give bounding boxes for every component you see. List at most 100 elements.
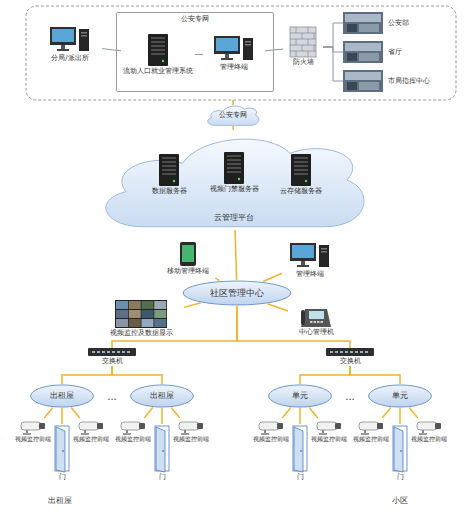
screen-part [345,43,381,51]
pc-node: 管理终端 [203,31,265,77]
camera-part [417,422,437,430]
screen-icon [343,70,383,92]
network-link [235,230,237,280]
camera-node: 视频监控前端 [113,418,153,446]
pc-part [243,38,253,60]
server-led [173,180,175,182]
phone-part [317,321,320,323]
node-label: 门 [159,473,166,481]
camera-part [126,430,128,433]
camera-icon [77,421,105,435]
camera-part [319,433,327,435]
switch-node: 交换机 [325,348,375,366]
mobile-icon [180,242,196,266]
node-label: 云管理平台 [214,213,254,222]
screen-part [347,82,357,90]
network-link [382,407,390,418]
network-link [263,273,282,281]
brick-line [314,33,315,39]
door-knob [62,451,64,453]
screen-node: 市局指挥中心 [343,68,447,94]
ellipse-outline [369,385,432,407]
network-link [215,278,219,281]
server-part [227,155,241,157]
node-label: 移动管理终端 [167,267,209,275]
server-icon [291,154,311,186]
free-label: 出租屋 [48,495,72,506]
wall-part [142,319,154,327]
brick-line [308,39,309,45]
pc-part [221,58,233,60]
server-part [294,165,308,167]
pc-part [225,54,229,58]
network-link [102,49,121,51]
brick-line [290,33,316,34]
network-link [71,407,79,418]
camera-part [435,423,441,429]
door-icon [55,426,69,472]
switch-part [365,351,368,353]
node-label: 视频监控前端 [253,436,289,443]
server-led [162,60,164,62]
cloud-node: 公安专网 [205,104,261,126]
mobile-part [180,242,196,266]
node-label: 单元 [292,391,308,400]
switch-node: 交换机 [87,348,137,366]
camera-icon [415,421,443,435]
brick-line [296,39,297,45]
link-wire [232,100,234,105]
firewall-icon [290,27,316,57]
wall-part [142,301,154,309]
network-link [195,54,203,55]
pc-icon [214,36,254,62]
phone-part [301,309,331,327]
network-link [44,407,52,418]
server-node: 云存储服务器 [274,150,328,200]
server-part [151,41,165,43]
brick-line [302,45,303,51]
node-label: 视频监控前端 [15,436,51,443]
wall-part [116,319,128,327]
wall-part [129,310,141,318]
network-link [300,366,350,384]
camera-icon [257,421,285,435]
camera-part [197,423,203,429]
switch-part [335,351,338,353]
server-part [294,161,308,163]
pc-part [319,245,329,267]
switch-part [102,351,105,353]
camera-part [335,423,341,429]
camera-part [21,422,41,430]
firewall-node: 防火墙 [283,22,323,72]
network-link [282,407,290,418]
node-label: 视频监控前端 [311,436,347,443]
pc-part [214,36,240,54]
mobile-part [182,245,194,262]
camera-part [26,430,28,433]
network-link [309,407,317,418]
server-icon [148,34,168,66]
server-part [162,157,176,159]
server-part [294,157,308,159]
camera-part [181,433,189,435]
brick-line [296,51,297,57]
wall-icon [115,300,167,328]
switch-part [127,351,130,353]
pc-part [216,38,238,51]
switch-part [92,351,95,353]
network-link [237,306,350,348]
server-part [151,53,165,55]
node-label: 视频监控前端 [73,436,109,443]
free-label: 小区 [392,495,408,506]
server-icon [224,152,244,184]
camera-node: 视频监控前端 [13,418,53,446]
ellipse-outline [183,281,291,305]
wall-part [129,319,141,327]
pc-part [79,29,89,51]
server-part [148,34,168,66]
camera-node: 视频监控前端 [309,418,349,446]
ellipse-node: 单元 [368,384,432,408]
server-part [162,169,176,171]
camera-part [39,423,45,429]
camera-node: 视频监控前端 [71,418,111,446]
